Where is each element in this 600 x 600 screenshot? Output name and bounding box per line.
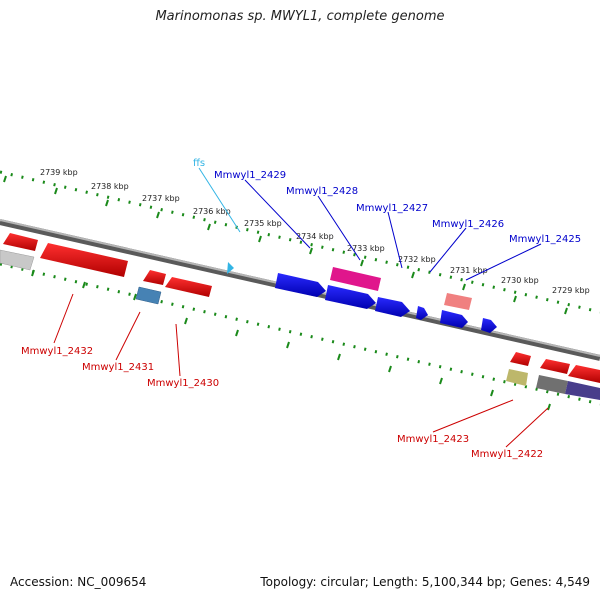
tick-label: 2734 kbp xyxy=(296,232,334,241)
tick-label: 2736 kbp xyxy=(193,207,231,216)
gene-feature[interactable] xyxy=(568,365,600,383)
gene-feature[interactable] xyxy=(444,293,472,310)
gene-feature[interactable] xyxy=(165,277,212,297)
ruler-top xyxy=(0,170,600,315)
gene-label[interactable]: Mmwyl1_2432 xyxy=(21,346,93,357)
tick-label: 2739 kbp xyxy=(40,168,78,177)
gene-feature[interactable] xyxy=(325,285,376,309)
accession-text: Accession: NC_009654 xyxy=(10,575,147,589)
gene-feature[interactable] xyxy=(416,306,428,320)
gene-feature[interactable] xyxy=(3,233,38,251)
genome-stats-text: Topology: circular; Length: 5,100,344 bp… xyxy=(260,575,590,589)
gene-label[interactable]: Mmwyl1_2423 xyxy=(397,434,469,445)
gene-feature[interactable] xyxy=(227,262,234,274)
gene-feature[interactable] xyxy=(565,381,600,400)
tick-label: 2732 kbp xyxy=(398,255,436,264)
gene-label[interactable]: ffs xyxy=(193,158,205,169)
gene-feature[interactable] xyxy=(510,352,531,366)
gene-feature[interactable] xyxy=(143,270,166,285)
gene-feature[interactable] xyxy=(0,249,35,271)
tick-label: 2735 kbp xyxy=(244,219,282,228)
gene-label[interactable]: Mmwyl1_2422 xyxy=(471,449,543,460)
leader-lines xyxy=(53,167,549,448)
gene-feature[interactable] xyxy=(330,267,381,291)
gene-feature[interactable] xyxy=(481,318,497,333)
gene-feature[interactable] xyxy=(40,243,128,277)
gene-feature[interactable] xyxy=(275,273,326,297)
gene-feature[interactable] xyxy=(540,359,570,374)
gene-features xyxy=(0,233,600,400)
tick-label: 2730 kbp xyxy=(501,276,539,285)
gene-label[interactable]: Mmwyl1_2427 xyxy=(356,203,428,214)
gene-feature[interactable] xyxy=(440,310,468,328)
tick-label: 2733 kbp xyxy=(347,244,385,253)
ruler-bottom xyxy=(0,262,600,411)
page-title: Marinomonas sp. MWYL1, complete genome xyxy=(155,9,445,24)
gene-label[interactable]: Mmwyl1_2430 xyxy=(147,378,219,389)
tick-label: 2738 kbp xyxy=(91,182,129,191)
gene-feature[interactable] xyxy=(375,297,410,317)
tick-label: 2731 kbp xyxy=(450,266,488,275)
gene-label[interactable]: Mmwyl1_2425 xyxy=(509,234,581,245)
gene-label[interactable]: Mmwyl1_2426 xyxy=(432,219,504,230)
tick-labels: 2739 kbp 2738 kbp 2737 kbp 2736 kbp 2735… xyxy=(40,168,590,295)
gene-feature[interactable] xyxy=(135,286,162,305)
gene-label[interactable]: Mmwyl1_2429 xyxy=(214,170,286,181)
gene-label[interactable]: Mmwyl1_2431 xyxy=(82,362,154,373)
gene-feature[interactable] xyxy=(506,369,528,386)
gene-labels: ffs Mmwyl1_2429 Mmwyl1_2428 Mmwyl1_2427 … xyxy=(21,158,581,460)
tick-label: 2729 kbp xyxy=(552,286,590,295)
gene-label[interactable]: Mmwyl1_2428 xyxy=(286,186,358,197)
tick-label: 2737 kbp xyxy=(142,194,180,203)
gene-feature[interactable] xyxy=(536,375,568,394)
